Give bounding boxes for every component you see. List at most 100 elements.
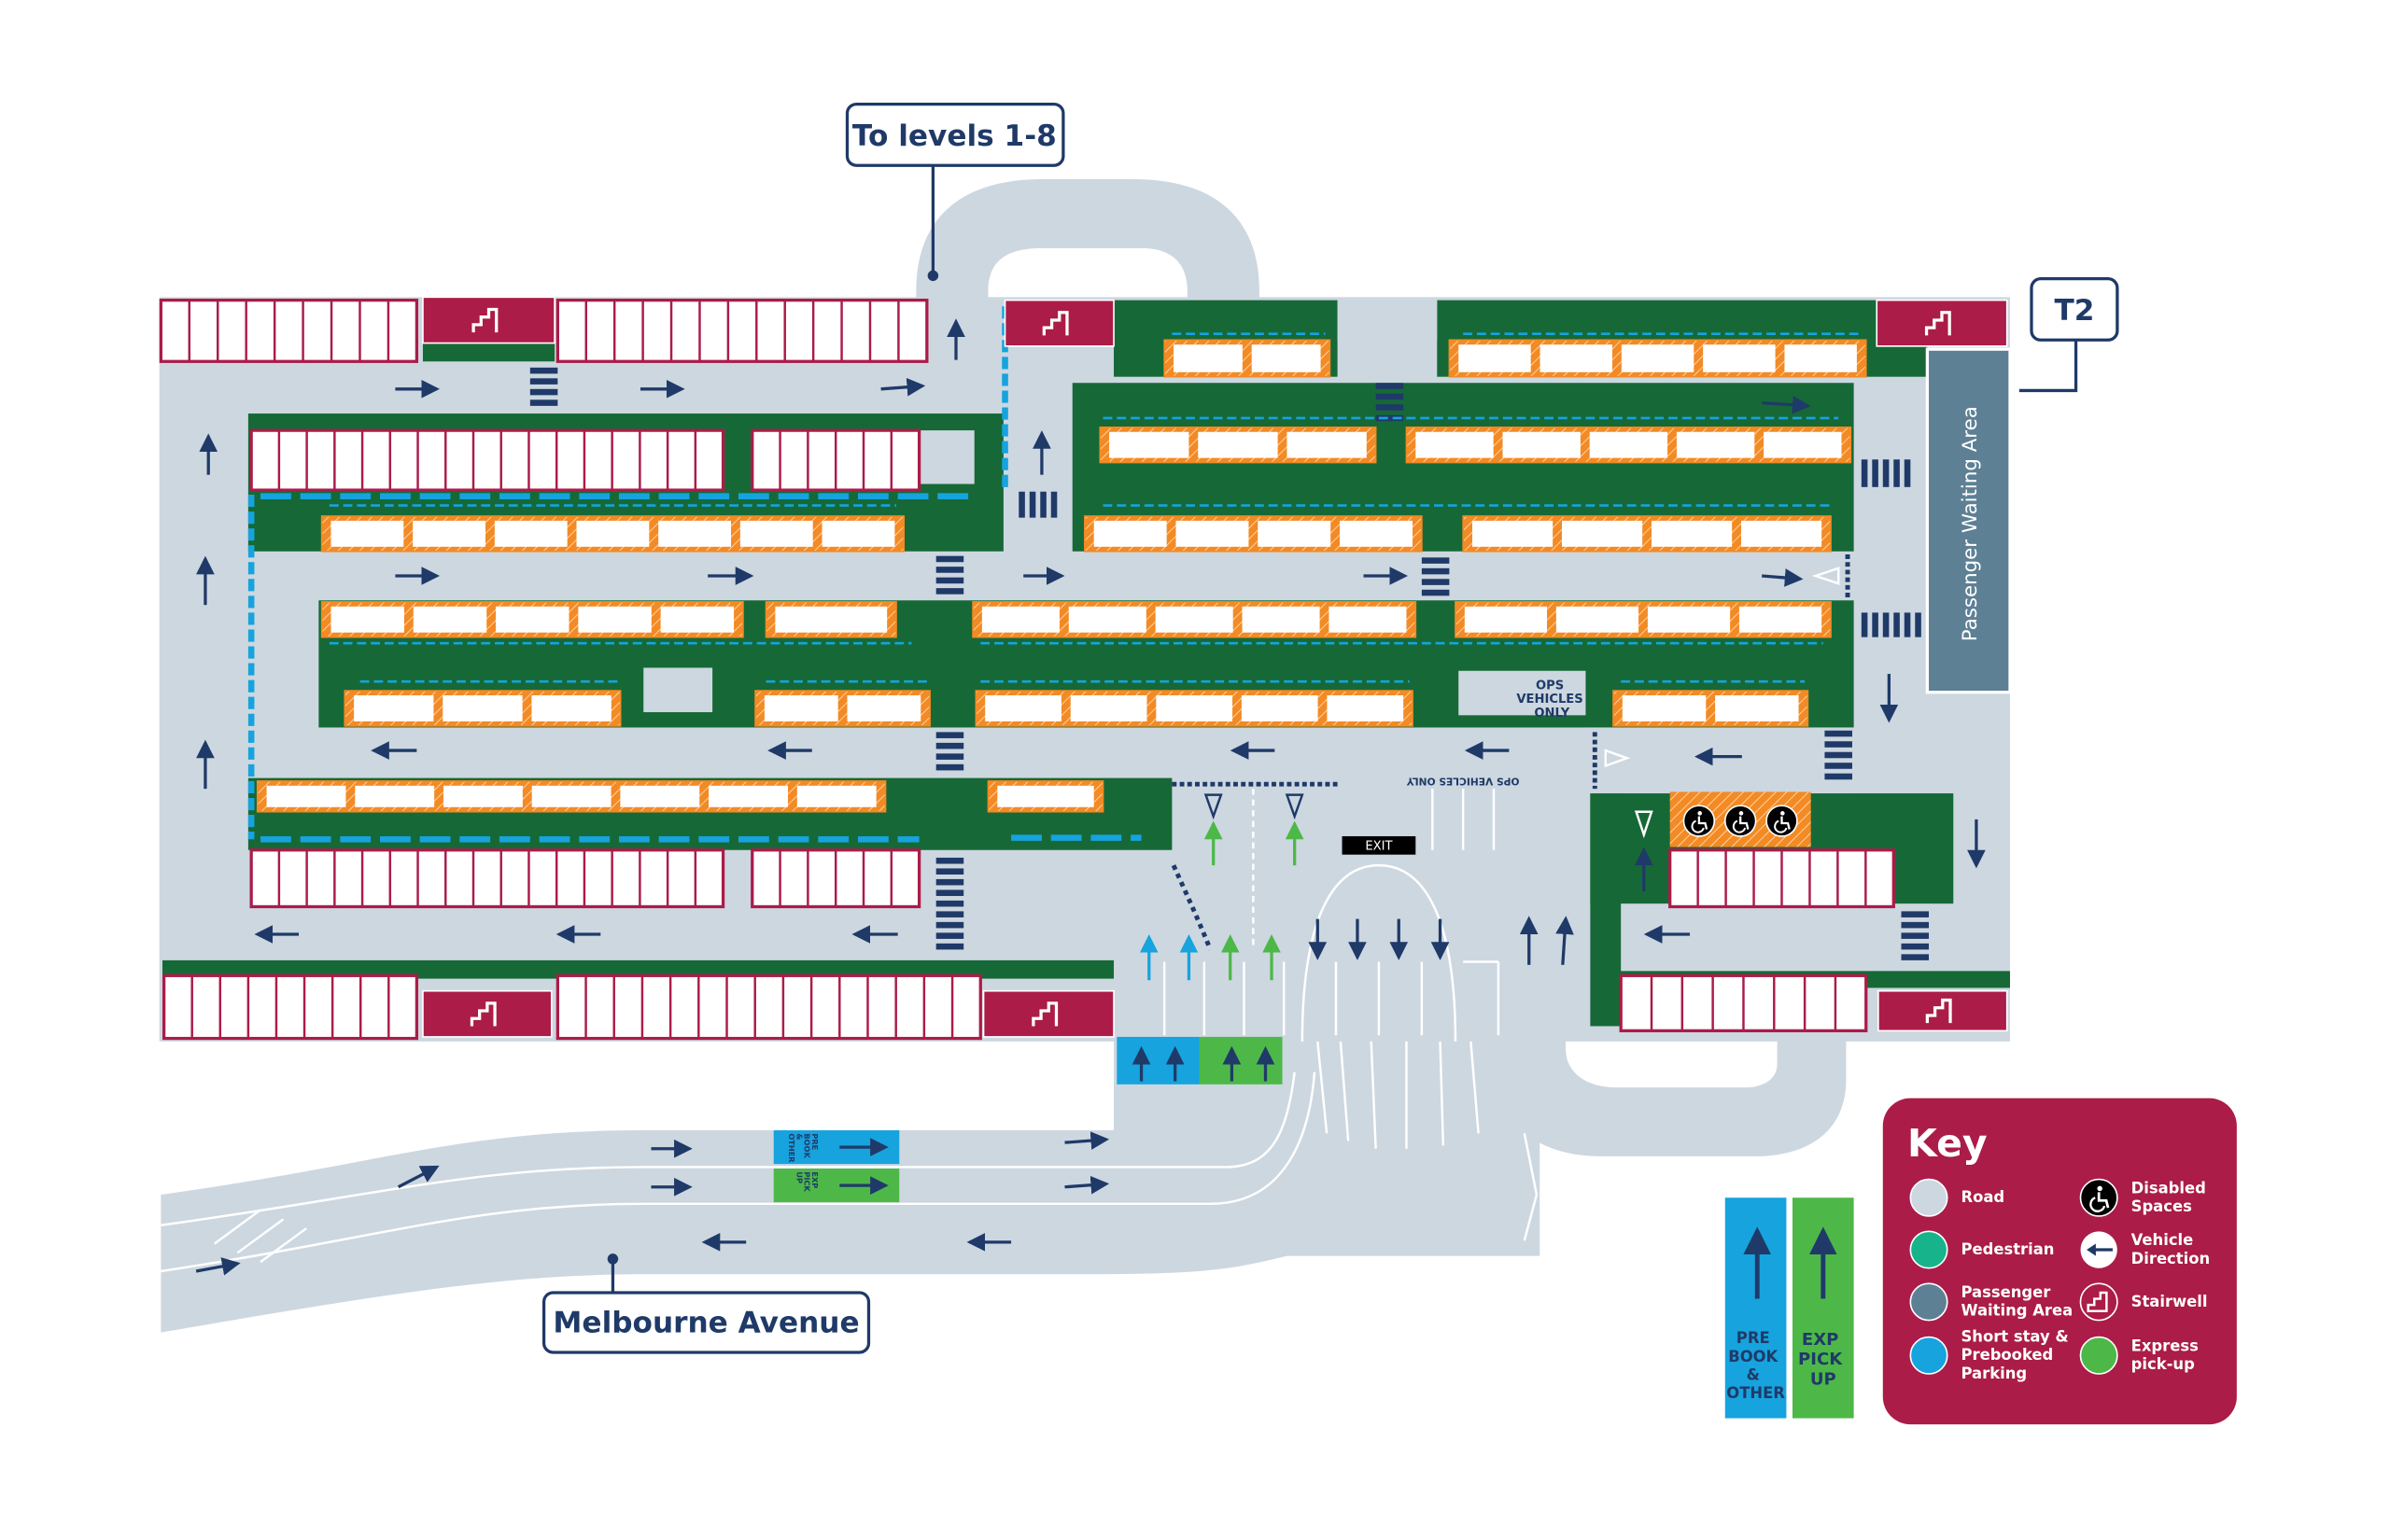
short-stay-space [354, 695, 434, 721]
crosswalk-bar [529, 367, 558, 374]
wheelchair-wheel [1774, 819, 1788, 833]
key-item-label: Pedestrian [1961, 1240, 2054, 1258]
stairwell-icon [470, 1001, 497, 1027]
short-stay-space [1472, 520, 1554, 547]
crosswalk-bar [1375, 393, 1404, 400]
ops-vehicles-road-label: OPS VEHICLES ONLY [1407, 776, 1520, 788]
short-stay-space [1464, 606, 1548, 633]
crosswalk-bar [1861, 459, 1868, 487]
give-way-marker [1811, 567, 1840, 585]
wheelchair-wheel [1732, 819, 1747, 833]
crosswalk-bar [1375, 404, 1404, 411]
short-stay-space [1174, 344, 1243, 372]
short-stay-space [576, 520, 650, 547]
orange-bay-row [1099, 427, 1377, 464]
short-stay-space [531, 695, 612, 721]
crosswalk-bar [1824, 751, 1852, 759]
short-stay-space [531, 785, 612, 807]
stairwell-icon [1032, 1001, 1059, 1027]
orange-bay-row [1084, 515, 1423, 553]
short-stay-space [997, 785, 1094, 807]
short-stay-space [1251, 344, 1321, 372]
crosswalk-bar [1901, 921, 1930, 929]
crosswalk-bar [1421, 589, 1450, 596]
lane-legend-express: EXP PICK UP [1792, 1197, 1854, 1419]
parking-row [555, 298, 929, 363]
svg-text:PRE BOOK & O: PRE BOOK & OTHER [787, 1133, 820, 1163]
crosswalk-bar [529, 388, 558, 396]
short-stay-space [1415, 431, 1494, 458]
key-item-label-line: Short stay & [1961, 1327, 2068, 1345]
give-way-marker [1285, 793, 1304, 820]
short-stay-space [1738, 606, 1822, 633]
street-callout: Melbourne Avenue [541, 1253, 871, 1354]
parking-row-outline [249, 428, 725, 492]
lane-divider [1171, 864, 1213, 951]
parking-row [1668, 848, 1895, 909]
vehicle-direction-arrows [195, 318, 1986, 1276]
stairwell [422, 296, 555, 344]
crosswalk-bar [1901, 911, 1930, 917]
stairwell-icon [471, 307, 499, 333]
crosswalk-bar [1421, 567, 1450, 575]
parking-row-outline [555, 973, 982, 1041]
passenger-waiting-label: Passenger Waiting Area [1959, 406, 1982, 641]
stairwell-icon [1925, 998, 1952, 1024]
short-stay-space [1286, 431, 1367, 458]
short-stay-space [1652, 520, 1733, 547]
short-stay-markings [247, 306, 1862, 843]
short-stay-space [1340, 520, 1413, 547]
stairwell-block [1876, 299, 2008, 347]
exit-label: EXIT [1365, 840, 1393, 854]
stairwells [422, 296, 2008, 1038]
parking-row [751, 848, 921, 909]
stairwell-swatch [2079, 1282, 2118, 1322]
terminal-callout: T2 [2018, 277, 2119, 393]
road-cutouts [643, 300, 1854, 794]
vehicle-direction-arrow [1064, 1175, 1110, 1195]
ops-vehicles-label: OPS VEHICLES ONLY [1516, 679, 1587, 721]
short-stay-space [1764, 431, 1842, 458]
parking-row [555, 973, 982, 1041]
parking-row [159, 298, 419, 363]
crosswalk-bar [935, 911, 964, 917]
stairwell [1877, 989, 2008, 1032]
stairwell [422, 989, 553, 1038]
short-stay-space [1109, 431, 1189, 458]
orange-bay-row [765, 601, 897, 638]
crosswalk-bar [935, 857, 964, 864]
ramp-loop-top [916, 178, 1259, 307]
short-stay-space [496, 606, 569, 633]
road-swatch [1909, 1178, 1948, 1217]
crosswalk-bar [529, 378, 558, 385]
stairwell-icon [1924, 311, 1951, 336]
key-item-label-line: Direction [2131, 1250, 2211, 1267]
orange-bay-row [320, 515, 906, 553]
short-stay-space [1589, 431, 1668, 458]
parking-row-outline [249, 848, 725, 909]
short-stay-space [1329, 606, 1407, 633]
crosswalk-bar [1824, 741, 1852, 748]
crosswalk-bar [1050, 491, 1058, 518]
short-stay-space [1156, 695, 1233, 721]
key-item-road: Road [1909, 1178, 2004, 1217]
svg-text:PRE BOOK & O: PRE BOOK & OTHER [1726, 1329, 1785, 1402]
crosswalk-bar [1421, 579, 1450, 585]
short-stay-space [764, 695, 838, 721]
orange-bay-row [1405, 427, 1852, 464]
short-stay-space [1070, 695, 1147, 721]
parking-row [1619, 973, 1868, 1033]
parking-row-outline [555, 298, 929, 363]
crosswalk-bar [1904, 612, 1911, 637]
orange-bay-row [987, 780, 1104, 813]
street-lane-express: EXP PICK UP [773, 1169, 900, 1203]
short-stay-space [658, 520, 732, 547]
wheelchair-icon [1765, 805, 1798, 837]
wheelchair-body [2097, 1192, 2110, 1209]
stairwell-block [422, 296, 555, 344]
orange-bay-row [344, 690, 622, 727]
